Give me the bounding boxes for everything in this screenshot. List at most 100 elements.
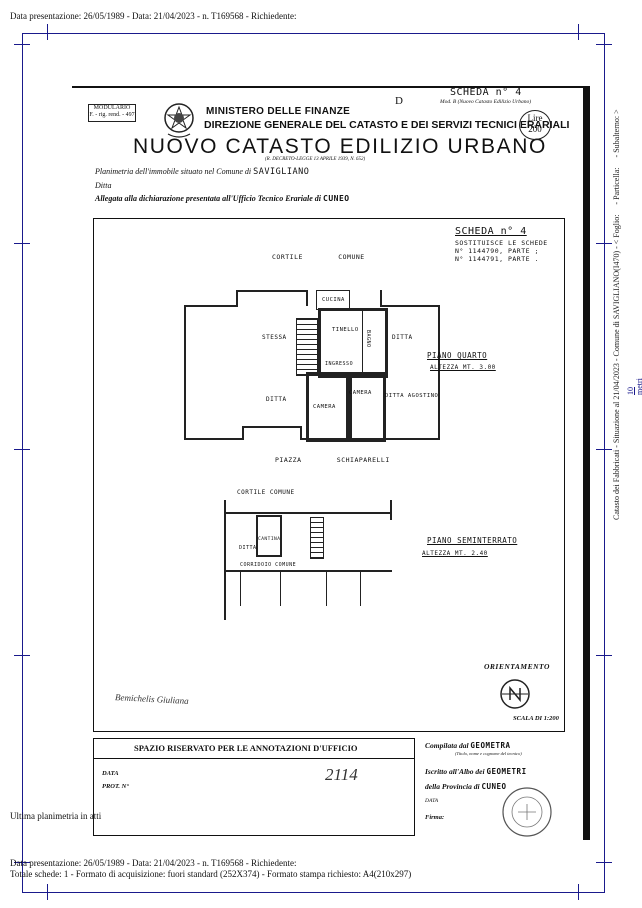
tinello-label: TINELLO: [332, 327, 359, 333]
republic-emblem-icon: [164, 103, 194, 138]
plan-ref1: N° 1144790, PARTE ;: [455, 247, 539, 255]
compilata-sub: (Titolo, nome e cognome del tecnico): [455, 751, 522, 756]
frame-tick: [14, 655, 30, 656]
frame-tick: [14, 862, 30, 863]
side-particella: - Particella:: [612, 167, 621, 205]
header-line: Data presentazione: 26/05/1989 - Data: 2…: [10, 11, 297, 21]
cortile-top: CORTILE COMUNE: [272, 253, 365, 261]
side-main-text: Catasto dei Fabbricati - Situazione al 2…: [612, 214, 621, 520]
footer-ultima: Ultima planimetria in atti: [10, 811, 102, 821]
wall: [306, 290, 308, 306]
wall: [362, 308, 363, 372]
iscritto-line: Iscritto all'Albo dei GEOMETRI: [425, 767, 527, 776]
provincia-line: della Provincia di CUNEO: [425, 782, 507, 791]
compilata-line: Compilata dal GEOMETRA: [425, 741, 511, 750]
office-title: SPAZIO RISERVATO PER LE ANNOTAZIONI D'UF…: [134, 743, 358, 753]
compass-north: N: [512, 681, 513, 682]
frame-tick: [14, 243, 30, 244]
bagno-label: BAGNO: [365, 330, 371, 348]
official-stamp-icon: [502, 787, 552, 837]
camera2-label: CAMERA: [349, 390, 372, 396]
wall: [242, 426, 244, 440]
plan-ref2: N° 1144791, PARTE .: [455, 255, 539, 263]
camera-room-1: [306, 372, 352, 442]
side-scale-link[interactable]: 10 metri: [626, 378, 642, 395]
frame-tick: [14, 449, 30, 450]
lire-value: 200: [528, 124, 542, 134]
office-box: [93, 738, 415, 836]
orientamento-label: ORIENTAMENTO: [484, 662, 550, 671]
scheda-header: SCHEDA n° 4: [450, 87, 522, 98]
corridoio-label: CORRIDOIO COMUNE: [240, 562, 297, 568]
frame-tick: [596, 44, 612, 45]
office-stamp-number: 2114: [325, 765, 358, 784]
cortile-semi-label: CORTILE COMUNE: [237, 489, 295, 496]
footer-line1: Data presentazione: 26/05/1989 - Data: 2…: [10, 858, 297, 868]
wall: [236, 290, 308, 292]
scala-label: SCALA DI 1:200: [513, 715, 559, 722]
cantina-room: [256, 515, 282, 557]
decree-text: (R. DECRETO-LEGGE 13 APRILE 1939, N. 652…: [265, 157, 366, 162]
piano-quarto-label: PIANO QUARTO: [427, 351, 488, 360]
ditta-semi-label: DITTA: [239, 545, 257, 551]
cucina-label: CUCINA: [322, 297, 345, 303]
office-prot: PROT. N°: [102, 783, 129, 790]
wall: [360, 572, 361, 606]
frame-tick: [596, 449, 612, 450]
provincia-label: della Provincia di: [425, 782, 480, 791]
wall: [184, 305, 238, 307]
wall: [224, 570, 392, 572]
frame-tick: [596, 862, 612, 863]
compilata-value: GEOMETRA: [470, 741, 511, 750]
scan-edge: [583, 86, 590, 840]
plan-scheda: SCHEDA n° 4: [455, 226, 527, 237]
plan-sostituisce: SOSTITUISCE LE SCHEDE: [455, 239, 548, 247]
scan-top-edge: [72, 86, 588, 88]
mod-label: Mod. B (Nuovo Catasto Edilizio Urbano): [440, 99, 532, 105]
compass-icon: [500, 679, 530, 709]
altezza-quarto-label: ALTEZZA MT. 3.00: [430, 364, 496, 371]
office-data: DATA: [102, 770, 119, 777]
wall: [240, 572, 241, 606]
ufficio-value: CUNEO: [323, 194, 350, 203]
firma-label: Firma:: [425, 814, 445, 821]
scanned-document: [72, 86, 588, 838]
allegata-label: Allegata alla dichiarazione presentata a…: [95, 194, 321, 203]
planimetria-line: Planimetria dell'immobile situato nel Co…: [95, 167, 309, 177]
page-frame: [22, 33, 605, 893]
iscritto-value: GEOMETRI: [486, 767, 527, 776]
frame-tick: [578, 884, 579, 900]
wall: [224, 512, 392, 514]
allegata-line: Allegata alla dichiarazione presentata a…: [95, 194, 350, 203]
frame-tick: [596, 243, 612, 244]
modulario-sub: F. - rig. rend. - 497: [89, 112, 135, 118]
frame-tick: [47, 884, 48, 900]
frame-tick: [578, 24, 579, 40]
lire-label: Lire: [527, 113, 543, 123]
provincia-value: CUNEO: [481, 782, 507, 791]
ditta-left-label: DITTA: [266, 396, 287, 403]
side-subalterno: - Subalterno: >: [612, 109, 621, 158]
wall: [438, 305, 440, 440]
wall: [280, 572, 281, 606]
piano-semi-label: PIANO SEMINTERRATO: [427, 536, 518, 545]
ditta-agostino-label: DITTA AGOSTINO: [385, 393, 439, 399]
ministry-name: MINISTERO DELLE FINANZE: [206, 106, 351, 117]
ditta-right-label: DITTA: [392, 334, 413, 341]
floor-plan-box: [93, 218, 565, 732]
footer-line2: Totale schede: 1 - Formato di acquisizio…: [10, 869, 412, 879]
wall: [380, 305, 440, 307]
wall: [236, 290, 238, 306]
stessa-label: STESSA: [262, 334, 287, 341]
direction-name: DIREZIONE GENERALE DEL CATASTO E DEI SER…: [204, 119, 570, 131]
stairs-semi: [310, 517, 324, 559]
modulario-label: MODULARIO: [93, 105, 131, 111]
planimetria-label: Planimetria dell'immobile situato nel Co…: [95, 167, 252, 176]
wall: [390, 500, 392, 520]
wall: [242, 426, 302, 428]
compilata-label: Compilata dal: [425, 741, 469, 750]
apartment-room: [318, 308, 388, 378]
mark-d: D: [395, 95, 403, 107]
wall: [224, 500, 226, 620]
camera-room-2: [346, 372, 386, 442]
